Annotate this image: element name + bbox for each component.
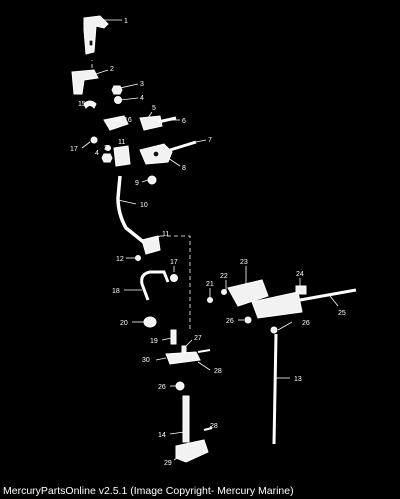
callout-28-lower: 28: [210, 423, 218, 430]
callout-22: 22: [220, 273, 228, 280]
part-5-pivot: [139, 115, 163, 131]
callout-20: 20: [120, 320, 128, 327]
part-7-rod: [169, 140, 197, 152]
part-18-link-rod: [140, 270, 170, 301]
part-26-nut-b: [270, 326, 278, 334]
part-21-screw: [207, 297, 213, 303]
callout-15: 15: [78, 101, 86, 108]
part-17-screw: [170, 274, 178, 282]
callout-4-lower: 4: [95, 150, 99, 157]
part-3-nut-lower: [101, 153, 113, 163]
callout-21: 21: [206, 281, 214, 288]
callout-4: 4: [140, 95, 144, 102]
callout-1: 1: [124, 18, 128, 25]
callout-7: 7: [208, 137, 212, 144]
part-20-bushing: [143, 316, 157, 328]
callout-30: 30: [142, 357, 150, 364]
part-12-bolt: [135, 255, 141, 261]
callout-3-lower: 3: [104, 145, 108, 152]
callout-6: 6: [182, 118, 186, 125]
callout-18: 18: [112, 288, 120, 295]
part-22-washer: [221, 289, 227, 295]
part-17-bolt: [90, 136, 98, 144]
part-4-washer-lower: [105, 145, 111, 151]
copyright-caption: MercuryPartsOnline v2.5.1 (Image Copyrig…: [3, 485, 294, 497]
part-24-spring: [295, 285, 307, 295]
part-13-rod: [272, 333, 278, 445]
callout-24: 24: [296, 271, 304, 278]
part-2-bracket: [71, 69, 99, 95]
part-11-fitting: [113, 145, 131, 167]
part-25-cable: [251, 288, 357, 319]
callout-26-left: 26: [226, 318, 234, 325]
callout-12: 12: [116, 256, 124, 263]
part-10-shift-rod: [116, 175, 148, 246]
part-8-shift-lever: [139, 143, 173, 165]
callout-26-lower: 26: [158, 384, 166, 391]
part-26-nut-a: [244, 316, 252, 324]
part-3-nut: [111, 85, 123, 95]
callout-labels: 1 2 3 4 15 16 5 6 17 11 3 4 7 8 9 10 11 …: [70, 18, 346, 467]
callout-17-right: 17: [170, 259, 178, 266]
part-1-shift-handle: [83, 15, 109, 55]
part-28-screw-b: [203, 427, 213, 431]
part-26-nut-c: [175, 381, 185, 391]
part-6-rod: [157, 116, 177, 124]
callout-23: 23: [240, 259, 248, 266]
callout-3: 3: [140, 81, 144, 88]
callout-9: 9: [135, 180, 139, 187]
callout-10: 10: [140, 202, 148, 209]
part-23-housing: [227, 279, 269, 307]
callout-27: 27: [194, 335, 202, 342]
parts-diagram: 1 2 3 4 15 16 5 6 17 11 3 4 7 8 9 10 11 …: [70, 15, 357, 467]
callout-14: 14: [158, 432, 166, 439]
callout-13: 13: [294, 376, 302, 383]
callout-11-lower: 11: [162, 231, 169, 238]
callout-25: 25: [338, 310, 346, 317]
callout-26-right: 26: [302, 320, 310, 327]
part-15-clip: [83, 100, 97, 109]
part-30-bracket: [165, 351, 201, 365]
callout-2: 2: [110, 66, 114, 73]
part-28-screw-a: [197, 349, 211, 353]
callout-29: 29: [164, 460, 172, 467]
callout-17: 17: [70, 146, 78, 153]
part-16-link: [103, 115, 129, 131]
callout-5: 5: [152, 105, 156, 112]
leader-lines: [81, 19, 339, 461]
callout-28-upper: 28: [214, 368, 222, 375]
part-14-shaft: [182, 395, 190, 443]
callout-8: 8: [182, 165, 186, 172]
callout-16: 16: [124, 117, 132, 124]
part-9-nut: [147, 175, 157, 185]
callout-11: 11: [118, 139, 125, 146]
part-11-fitting-lower: [141, 235, 161, 255]
callout-19: 19: [150, 338, 158, 345]
part-19-pin: [170, 329, 177, 345]
part-29-handle: [175, 439, 209, 463]
